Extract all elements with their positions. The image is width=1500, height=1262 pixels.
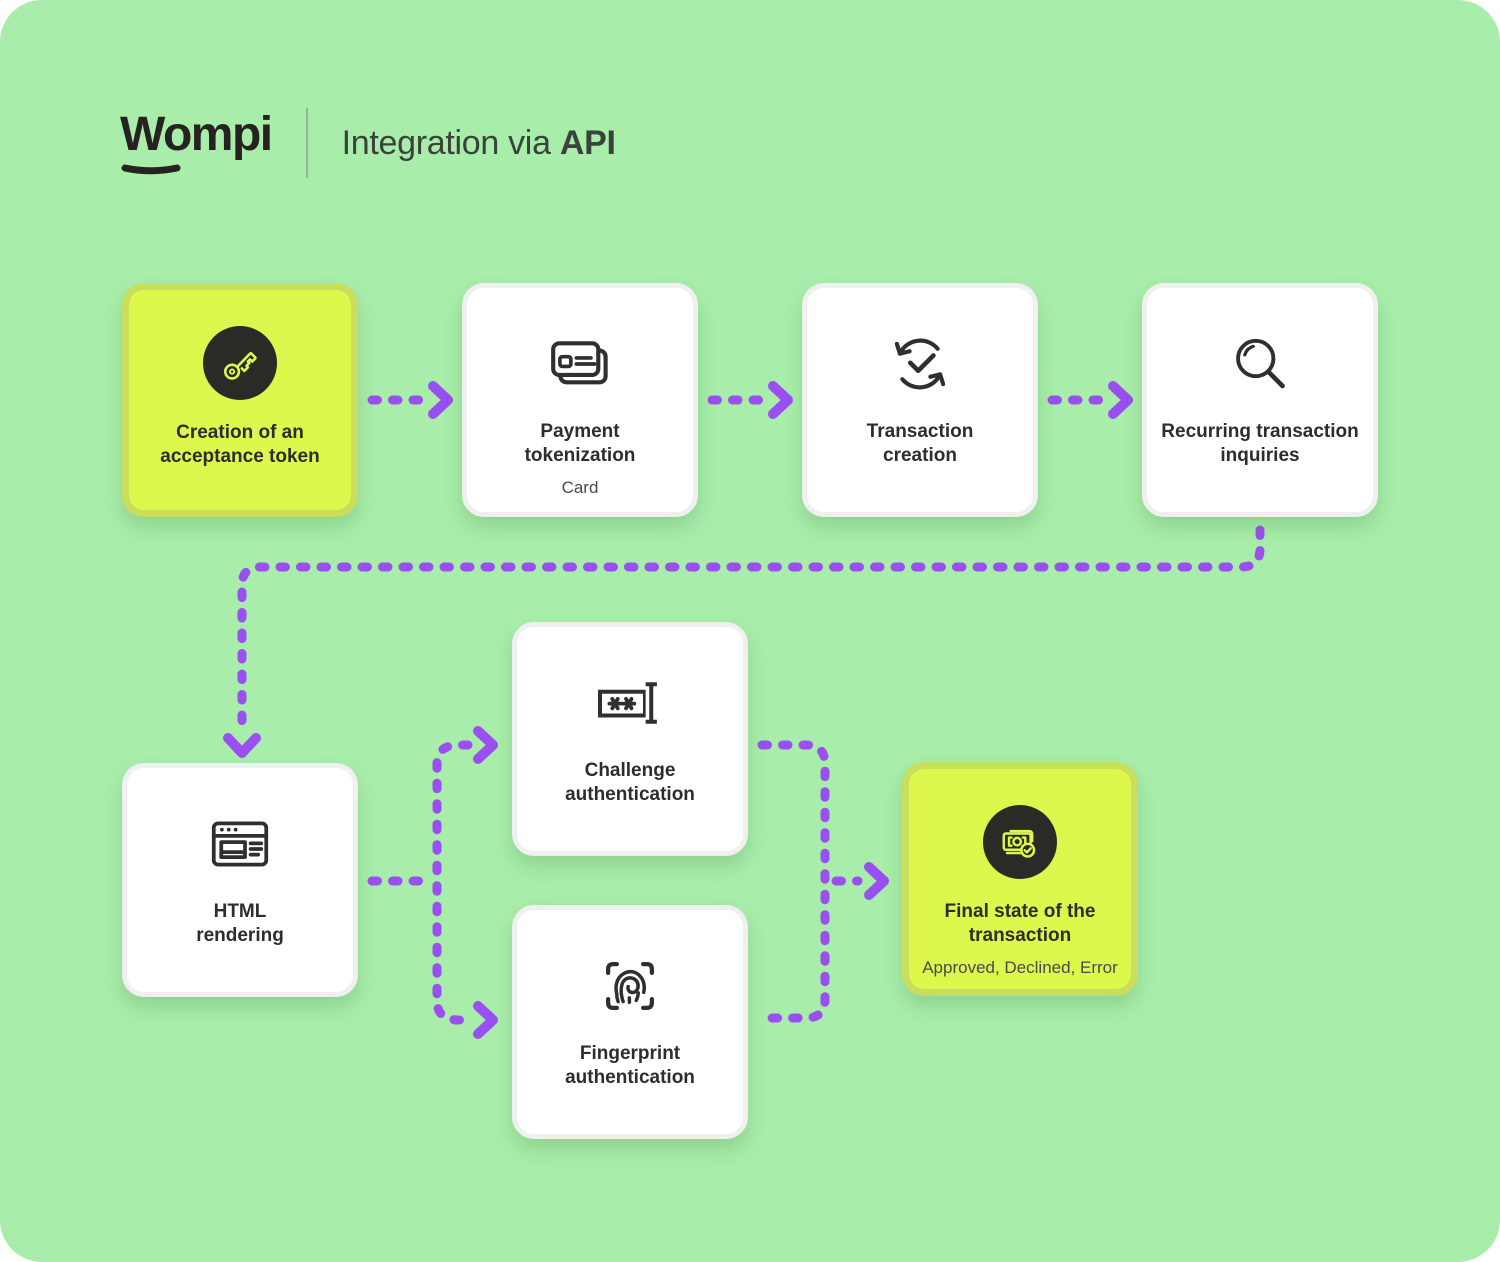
node-label: Transaction creation xyxy=(866,421,974,467)
node-label: Creation of an acceptance token xyxy=(160,422,320,468)
icon-area xyxy=(881,324,959,404)
wompi-logo: Wompi xyxy=(120,108,273,175)
node-final-state: Final state of the transaction Approved,… xyxy=(902,762,1138,996)
arrow-head-icon xyxy=(864,862,889,900)
node-challenge-authentication: Challenge authentication xyxy=(512,622,748,856)
node-acceptance-token: Creation of an acceptance token xyxy=(122,283,358,517)
sync-check-icon xyxy=(894,338,946,390)
icon-area xyxy=(541,324,619,404)
arrow-head-icon xyxy=(1108,381,1133,419)
connector-merge-bracket xyxy=(757,740,830,1023)
icon-area xyxy=(200,804,280,884)
node-label: Recurring transaction inquiries xyxy=(1161,421,1359,467)
icon-area xyxy=(590,663,670,743)
header-divider xyxy=(305,108,308,178)
node-sublabel: Card xyxy=(561,477,599,497)
header: Wompi Integration via API xyxy=(120,108,616,178)
logo-underline xyxy=(121,164,181,175)
icon-area xyxy=(983,802,1057,882)
icon-area xyxy=(203,323,277,403)
node-payment-tokenization: Payment tokenization Card xyxy=(462,283,698,517)
node-label: Fingerprint authentication xyxy=(565,1043,695,1089)
password-field-icon xyxy=(598,682,657,724)
node-label: HTML rendering xyxy=(196,901,284,947)
node-recurring-inquiries: Recurring transaction inquiries xyxy=(1142,283,1378,517)
magnifier-icon xyxy=(1236,338,1285,389)
connector-branch-bracket xyxy=(432,740,473,1025)
node-html-rendering: HTML rendering xyxy=(122,763,358,997)
page-title-bold: API xyxy=(559,123,616,162)
arrow-head-icon xyxy=(428,381,453,419)
page-title: Integration via API xyxy=(342,124,616,163)
arrow-head-icon xyxy=(223,733,261,758)
node-sublabel: Approved, Declined, Error xyxy=(922,957,1118,977)
wompi-logo-text: Wompi xyxy=(120,108,273,161)
node-fingerprint-authentication: Fingerprint authentication xyxy=(512,905,748,1139)
card-icon xyxy=(551,341,608,385)
connector-inquiries-to-html xyxy=(237,525,1265,733)
fingerprint-icon xyxy=(606,962,654,1010)
arrow-head-icon xyxy=(768,381,793,419)
icon-area xyxy=(590,946,670,1026)
page-title-prefix: Integration via xyxy=(341,123,551,162)
banknote-check-icon xyxy=(983,805,1057,879)
node-transaction-creation: Transaction creation xyxy=(802,283,1038,517)
key-icon xyxy=(203,326,277,400)
node-label: Payment tokenization xyxy=(524,421,636,467)
node-label: Final state of the transaction xyxy=(944,901,1096,947)
arrow-head-icon xyxy=(473,1001,498,1039)
browser-icon xyxy=(211,821,269,867)
node-label: Challenge authentication xyxy=(565,760,695,806)
icon-area xyxy=(1221,324,1299,404)
arrow-head-icon xyxy=(473,726,498,764)
